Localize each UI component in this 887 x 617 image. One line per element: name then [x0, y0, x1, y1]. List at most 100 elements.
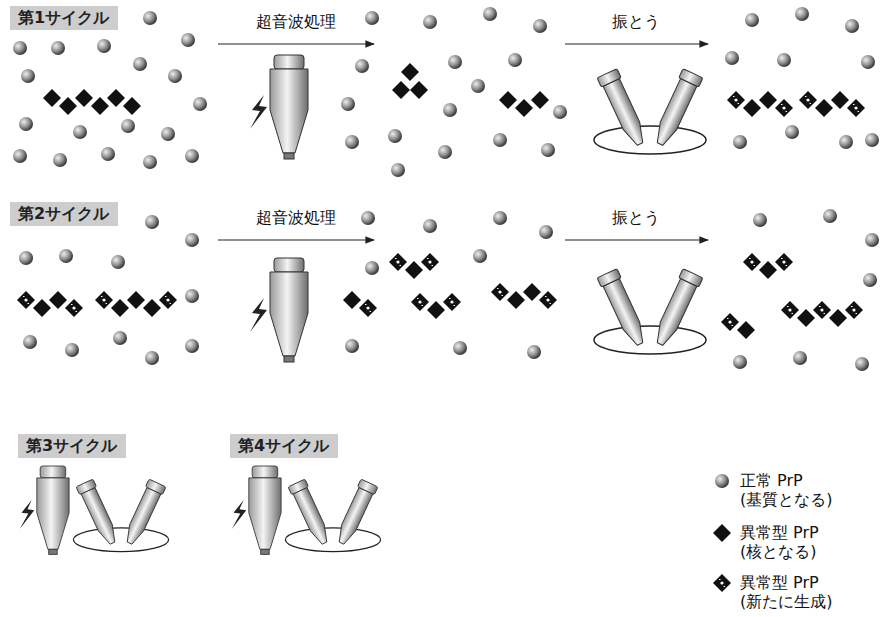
- seed-prp: [59, 97, 77, 115]
- step-label: 振とう: [612, 12, 660, 32]
- normal-prp: [539, 225, 553, 239]
- shaker-icon: [594, 69, 706, 154]
- normal-prp: [541, 143, 555, 157]
- normal-prp: [533, 19, 547, 33]
- step-label: 振とう: [612, 208, 660, 228]
- normal-prp: [185, 233, 199, 247]
- legend-text: 正常 PrP (基質となる): [740, 471, 880, 509]
- normal-prp: [23, 335, 37, 349]
- prp-panel: [13, 11, 207, 169]
- normal-prp: [553, 105, 567, 119]
- seed-prp: [75, 89, 93, 107]
- new-prp: [743, 253, 761, 271]
- seed-prp: [43, 89, 61, 107]
- normal-prp: [341, 97, 355, 111]
- seed-prp: [797, 309, 815, 327]
- new-prp: [775, 99, 793, 117]
- cycle-heading: 第1サイクル: [10, 6, 118, 30]
- new-prp: [727, 91, 745, 109]
- new-prp: [491, 283, 509, 301]
- new-prp: [781, 301, 799, 319]
- seed-prp: [49, 291, 67, 309]
- normal-prp: [19, 117, 33, 131]
- new-prp: [421, 253, 439, 271]
- normal-prp: [753, 213, 767, 227]
- normal-prp: [795, 7, 809, 21]
- normal-prp: [423, 15, 437, 29]
- shaker-icon: [594, 269, 706, 354]
- seed-prp: [405, 261, 423, 279]
- normal-prp: [161, 127, 175, 141]
- normal-prp: [388, 129, 402, 143]
- normal-prp: [133, 57, 147, 71]
- step-arrow: [565, 43, 708, 44]
- seed-prp: [343, 291, 361, 309]
- normal-prp: [391, 163, 405, 177]
- step-arrow: [218, 239, 374, 240]
- legend-text: 異常型 PrP (新たに生成): [740, 573, 880, 611]
- new-prp: [389, 253, 407, 271]
- cycle-heading: 第4サイクル: [230, 434, 338, 458]
- swatch-shape: [713, 524, 731, 542]
- normal-prp: [111, 255, 125, 269]
- swatch-shape: [715, 474, 729, 488]
- seed-prp: [743, 99, 761, 117]
- normal-prp: [473, 249, 487, 263]
- new-prp: [721, 313, 739, 331]
- normal-prp: [101, 147, 115, 161]
- normal-prp: [863, 273, 877, 287]
- seed-prp-swatch: [711, 522, 733, 544]
- prp-panel: [725, 7, 879, 149]
- normal-prp: [448, 55, 462, 69]
- normal-prp: [19, 251, 33, 265]
- normal-prp: [185, 149, 199, 163]
- swatch-shape: [713, 574, 731, 592]
- normal-prp: [121, 119, 135, 133]
- seed-prp: [523, 283, 541, 301]
- cycle-heading: 第3サイクル: [18, 434, 126, 458]
- prp-panel: [17, 215, 199, 365]
- new-prp: [775, 253, 793, 271]
- new-prp: [359, 299, 377, 317]
- normal-prp: [21, 69, 35, 83]
- normal-prp: [823, 209, 837, 223]
- prp-panel: [343, 211, 557, 359]
- normal-prp: [793, 351, 807, 365]
- shaker-icon: [285, 479, 380, 552]
- seed-prp: [401, 63, 419, 81]
- normal-prp: [13, 41, 27, 55]
- seed-prp: [392, 81, 410, 99]
- shaker-icon: [73, 479, 168, 552]
- prp-panel: [341, 7, 567, 177]
- cycle-heading: 第2サイクル: [10, 202, 118, 226]
- normal-prp: [113, 331, 127, 345]
- new-prp: [443, 293, 461, 311]
- normal-prp: [355, 59, 369, 73]
- normal-prp: [861, 55, 875, 69]
- normal-prp: [493, 211, 507, 225]
- normal-prp: [65, 343, 79, 357]
- new-prp: [845, 301, 863, 319]
- normal-prp: [345, 339, 359, 353]
- normal-prp: [181, 33, 195, 47]
- normal-prp: [839, 135, 853, 149]
- step-arrow: [565, 239, 708, 240]
- normal-prp: [443, 103, 457, 117]
- seed-prp: [759, 91, 777, 109]
- new-prp: [847, 99, 865, 117]
- normal-prp: [423, 219, 437, 233]
- normal-prp: [51, 41, 65, 55]
- seed-prp: [410, 81, 428, 99]
- normal-prp: [97, 39, 111, 53]
- new-prp: [95, 291, 113, 309]
- step-label: 超音波処理: [256, 208, 336, 228]
- normal-prp: [73, 125, 87, 139]
- normal-prp: [143, 11, 157, 25]
- normal-prp: [185, 289, 199, 303]
- normal-prp: [453, 341, 467, 355]
- normal-prp: [733, 135, 747, 149]
- normal-prp: [145, 215, 159, 229]
- sonicator-icon: [20, 466, 69, 554]
- normal-prp: [365, 261, 379, 275]
- normal-prp: [185, 339, 199, 353]
